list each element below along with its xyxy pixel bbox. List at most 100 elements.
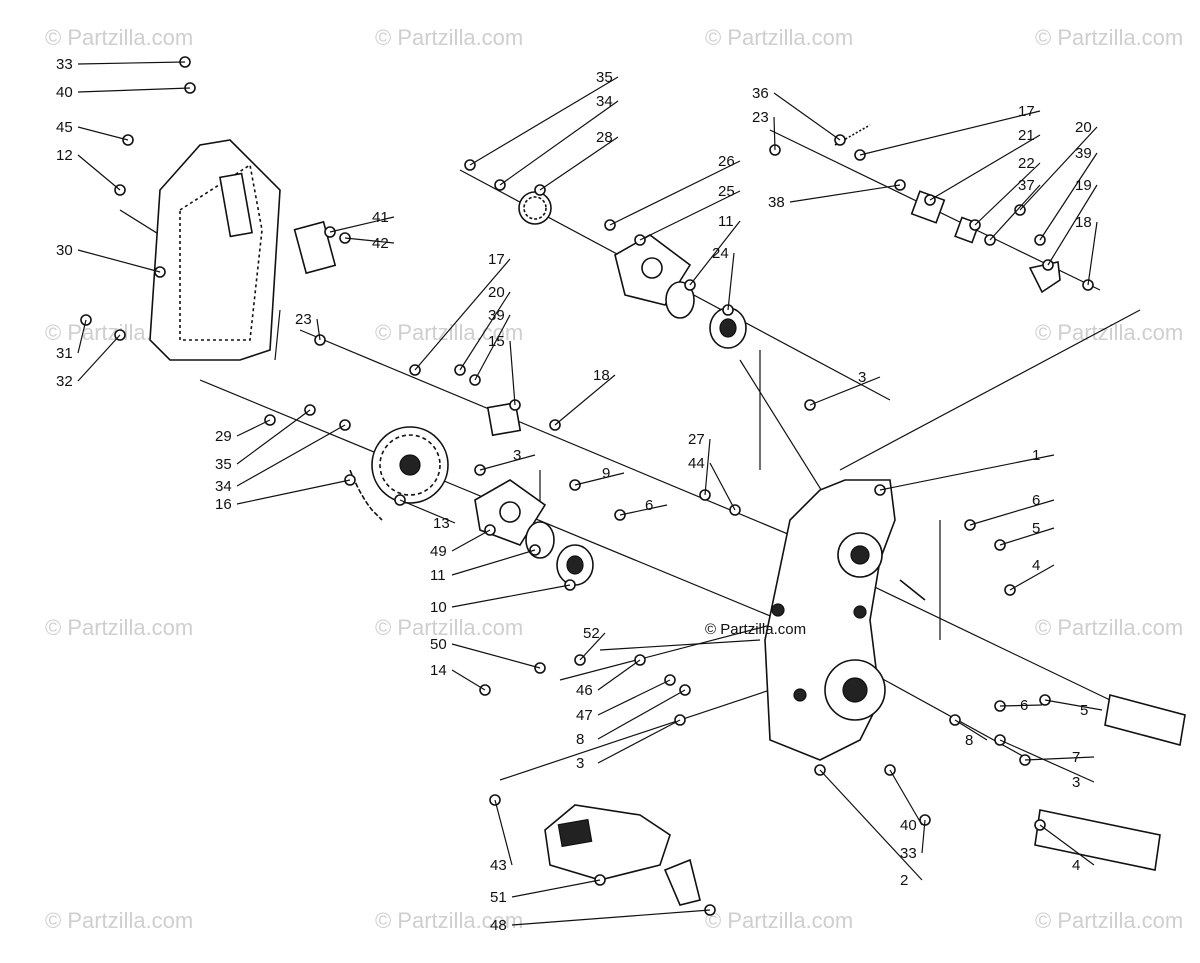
callout-layer: 3340451230313241422329353416131720391518… <box>56 56 1103 934</box>
callout-leader-line <box>999 527 1055 546</box>
callout-label-19: 19 <box>1075 177 1092 194</box>
callout-label-1: 1 <box>1032 447 1040 464</box>
callout-leader-line <box>539 136 619 191</box>
callout-leader-line <box>554 374 616 426</box>
callout-leader-line <box>77 319 87 354</box>
callout-leader-line <box>1019 126 1098 211</box>
callout-label-12: 12 <box>56 147 73 164</box>
callout-label-47: 47 <box>576 707 593 724</box>
callout-label-34: 34 <box>215 478 232 495</box>
output-shaft-part <box>899 579 1186 871</box>
callout-label-3: 3 <box>576 755 584 772</box>
callout-leader-line <box>859 110 1041 156</box>
callout-leader-line <box>459 291 511 371</box>
callout-leader-line <box>1039 824 1095 866</box>
callout-leader-line <box>879 454 1055 491</box>
callout-label-33: 33 <box>900 845 917 862</box>
flange-hole-icon <box>499 501 521 523</box>
callout-leader-line <box>639 190 741 241</box>
chaincase-housing-1-part <box>764 479 896 761</box>
callout-label-15: 15 <box>488 333 505 350</box>
watermark-text: © Partzilla.com <box>1035 615 1183 640</box>
snap-ring-11-part <box>665 281 695 319</box>
sprocket-28-part <box>518 191 552 225</box>
callout-label-24: 24 <box>712 245 729 262</box>
callout-leader-line <box>969 499 1055 526</box>
callout-label-18: 18 <box>1075 214 1092 231</box>
callout-leader-line <box>773 116 776 151</box>
callout-label-44: 44 <box>688 455 705 472</box>
callout-leader-line <box>399 499 456 524</box>
callout-label-28: 28 <box>596 129 613 146</box>
callout-leader-line <box>689 220 741 286</box>
callout-leader-line <box>451 669 486 691</box>
callout-label-42: 42 <box>372 235 389 252</box>
callout-leader-line <box>499 100 619 186</box>
sprocket-13-part <box>371 426 449 504</box>
callout-leader-line <box>451 584 571 608</box>
tensioner-block-15-part <box>486 401 522 437</box>
callout-leader-line <box>494 799 513 866</box>
callout-leader-line <box>819 769 923 881</box>
callout-leader-line <box>597 659 641 691</box>
callout-label-13: 13 <box>433 515 450 532</box>
callout-leader-line <box>619 504 668 516</box>
callout-leader-line <box>609 160 741 226</box>
callout-leader-line <box>511 909 711 926</box>
callout-label-50: 50 <box>430 636 447 653</box>
callout-leader-line <box>77 334 121 382</box>
watermark-text: © Partzilla.com <box>375 615 523 640</box>
callout-leader-line <box>579 632 606 661</box>
callout-label-22: 22 <box>1018 155 1035 172</box>
callout-label-36: 36 <box>752 85 769 102</box>
callout-label-4: 4 <box>1032 557 1040 574</box>
callout-label-7: 7 <box>1072 749 1080 766</box>
callout-label-14: 14 <box>430 662 447 679</box>
callout-leader-line <box>344 237 395 244</box>
callout-label-11: 11 <box>718 213 734 230</box>
callout-label-45: 45 <box>56 119 73 136</box>
callout-leader-line <box>329 216 395 233</box>
callout-leader-line <box>451 549 536 576</box>
callout-label-39: 39 <box>1075 145 1092 162</box>
watermark-text: © Partzilla.com <box>705 908 853 933</box>
callout-label-5: 5 <box>1032 520 1040 537</box>
bearing-bore-icon <box>566 555 584 575</box>
callout-label-18: 18 <box>593 367 610 384</box>
watermark-text: © Partzilla.com <box>375 25 523 50</box>
callout-leader-line <box>77 249 161 273</box>
callout-leader-line <box>789 184 901 203</box>
callout-label-5: 5 <box>1080 702 1088 719</box>
callout-leader-line <box>574 472 625 486</box>
callout-label-20: 20 <box>488 284 505 301</box>
callout-label-20: 20 <box>1075 119 1092 136</box>
callout-label-46: 46 <box>576 682 593 699</box>
callout-leader-line <box>974 162 1041 226</box>
callout-label-33: 33 <box>56 56 73 73</box>
callout-leader-line <box>77 154 121 191</box>
callout-leader-line <box>809 376 881 406</box>
callout-leader-line <box>509 340 516 406</box>
callout-label-51: 51 <box>490 889 507 906</box>
callout-label-40: 40 <box>56 84 73 101</box>
spring-36-part <box>834 124 871 146</box>
callout-leader-line <box>451 643 541 669</box>
watermark-text: © Partzilla.com <box>375 908 523 933</box>
callout-label-31: 31 <box>56 345 73 362</box>
callout-leader-line <box>709 462 736 511</box>
callout-label-6: 6 <box>1032 492 1040 509</box>
callout-leader-line <box>597 679 671 716</box>
watermark-text: © Partzilla.com <box>1035 908 1183 933</box>
callout-label-37: 37 <box>1018 177 1035 194</box>
callout-leader-line <box>77 87 191 93</box>
callout-leader-line <box>1047 184 1098 266</box>
callout-leader-line <box>511 879 601 898</box>
callout-leader-line <box>414 258 511 371</box>
callout-leader-line <box>889 769 923 826</box>
watermark-text: © Partzilla.com <box>375 320 523 345</box>
callout-leader-line <box>773 92 841 141</box>
callout-label-23: 23 <box>295 311 312 328</box>
callout-label-48: 48 <box>490 917 507 934</box>
